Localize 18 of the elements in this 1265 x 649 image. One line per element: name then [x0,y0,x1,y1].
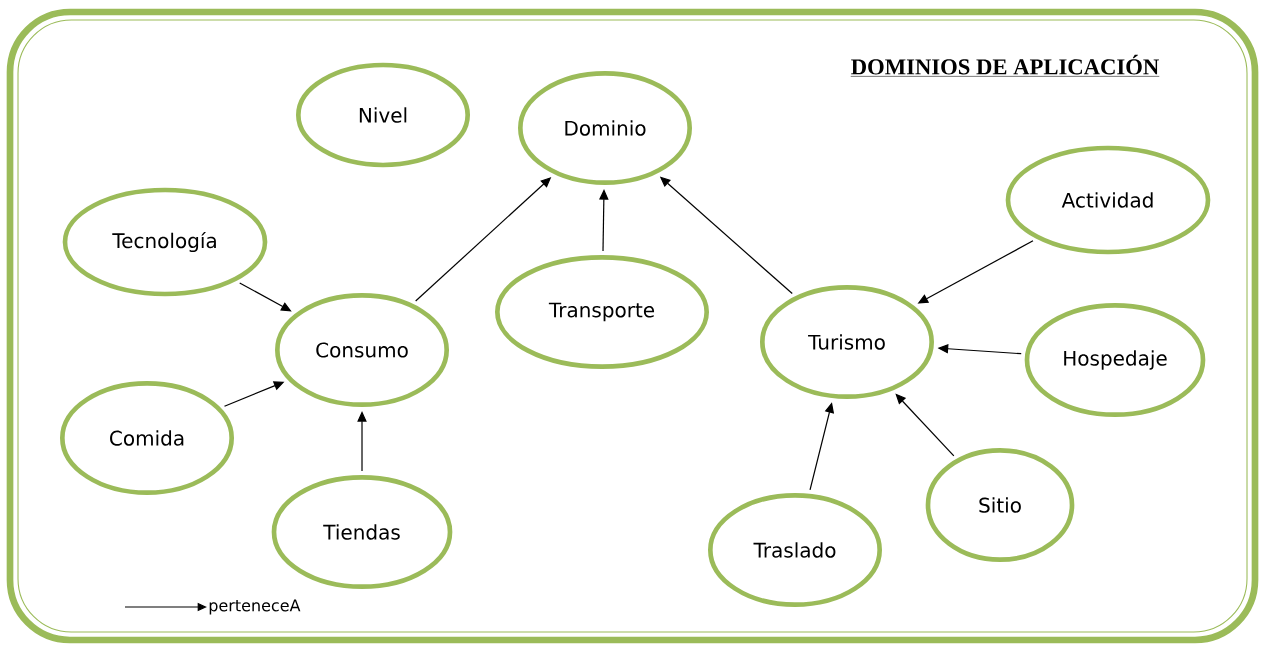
title: DOMINIOS DE APLICACIÓN [850,54,1160,77]
ellipse-node: Consumo [275,293,449,407]
ellipse-node: Turismo [760,285,934,399]
arrow [357,411,367,472]
ellipse-node: Hospedaje [1024,303,1206,417]
ellipse-node: Comida [60,381,234,495]
ellipse-node: Traslado [708,493,882,607]
ellipse-node: Sitio [925,448,1075,562]
arrow [599,189,609,252]
arrow [895,393,955,457]
ellipse-node: Tiendas [271,475,453,589]
ellipse-node: Dominio [518,71,692,185]
ellipse-node: Actividad [1005,145,1211,255]
ellipse-node: Transporte [495,255,709,369]
legend-label: perteneceA [209,599,301,615]
arrow [239,282,292,312]
ellipse-node: Tecnología [62,187,268,297]
ellipse-node: Nivel [296,62,470,168]
